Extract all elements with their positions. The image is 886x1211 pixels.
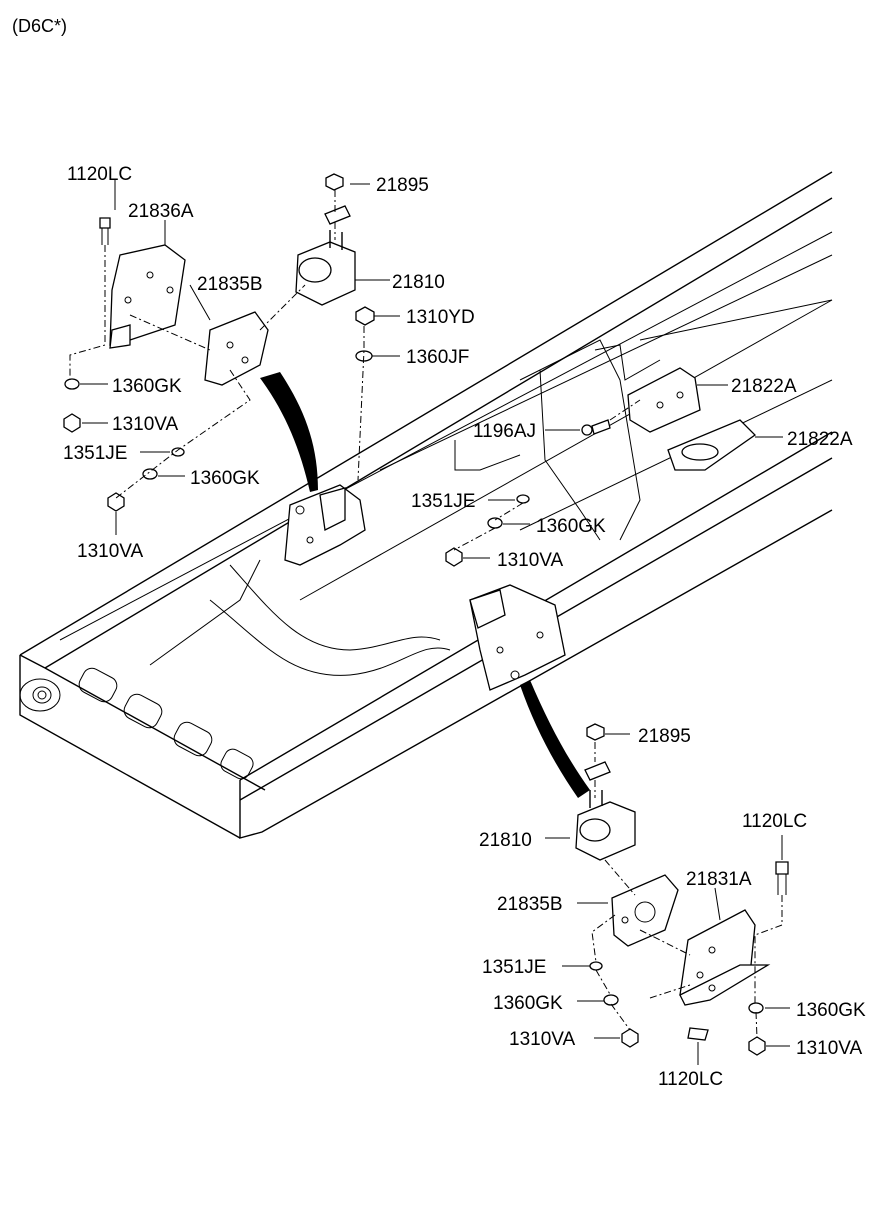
label-1310va-c: 1310VA (497, 550, 564, 571)
fasteners-center-stack (445, 494, 530, 567)
bracket-21835b-top (204, 311, 269, 386)
label-21835b-top: 21835B (197, 274, 263, 295)
chassis-frame (19, 171, 833, 839)
callout-labels: 1120LC 21836A 21835B 21895 21810 1310YD … (63, 164, 866, 1090)
mount-21810-bottom (575, 790, 636, 861)
label-21831a: 21831A (686, 869, 752, 890)
leader-lines-bottom-right (545, 733, 790, 1065)
label-21810-top: 21810 (392, 272, 445, 293)
frame-bracket-right (469, 584, 566, 691)
bracket-21836a (109, 244, 186, 349)
bracket-21835b-bottom (611, 874, 679, 947)
leader-lines-center (453, 384, 783, 559)
label-21836a: 21836A (128, 201, 194, 222)
label-1360gk-c: 1360GK (536, 516, 606, 537)
label-21895-bottom: 21895 (638, 726, 691, 747)
label-1310va-b: 1310VA (77, 541, 144, 562)
label-1360gk-d: 1360GK (493, 993, 563, 1014)
label-1310va-e: 1310VA (796, 1038, 863, 1059)
bracket-21822a-lower (667, 419, 757, 471)
label-1310va-d: 1310VA (509, 1029, 576, 1050)
label-1351je-c: 1351JE (482, 957, 546, 978)
label-1196aj: 1196AJ (473, 421, 536, 442)
label-1351je-b: 1351JE (411, 491, 475, 512)
nut-21895-top (324, 173, 351, 225)
nut-21895-bottom (584, 723, 611, 781)
label-21895-top: 21895 (376, 175, 429, 196)
pointer-arrow-bottom (520, 680, 590, 798)
bolt-1196aj (581, 419, 611, 436)
frame-bracket-left (284, 484, 366, 566)
label-21835b-bottom: 21835B (497, 894, 563, 915)
label-21822a-1: 21822A (731, 376, 797, 397)
label-1360gk-e: 1360GK (796, 1000, 866, 1021)
label-1120lc-bottom: 1120LC (658, 1069, 723, 1090)
variant-code: (D6C*) (12, 16, 67, 36)
mount-21810-top (295, 230, 356, 306)
label-1310yd: 1310YD (406, 307, 475, 328)
label-1360jf: 1360JF (406, 347, 469, 368)
fasteners-left-stack (63, 217, 185, 512)
label-1360gk-a: 1360GK (112, 376, 182, 397)
nut-1310yd (355, 306, 375, 362)
label-1120lc-top: 1120LC (67, 164, 132, 185)
label-1351je-a: 1351JE (63, 443, 127, 464)
bracket-21822a-upper (627, 367, 701, 433)
label-1310va-a: 1310VA (112, 414, 179, 435)
pointer-arrow-top (260, 372, 318, 492)
leader-lines-top-left (69, 180, 400, 535)
label-1120lc-right: 1120LC (742, 811, 807, 832)
label-21822a-2: 21822A (787, 429, 853, 450)
label-1360gk-b: 1360GK (190, 468, 260, 489)
label-21810-bottom: 21810 (479, 830, 532, 851)
bracket-21831a (679, 909, 771, 1006)
